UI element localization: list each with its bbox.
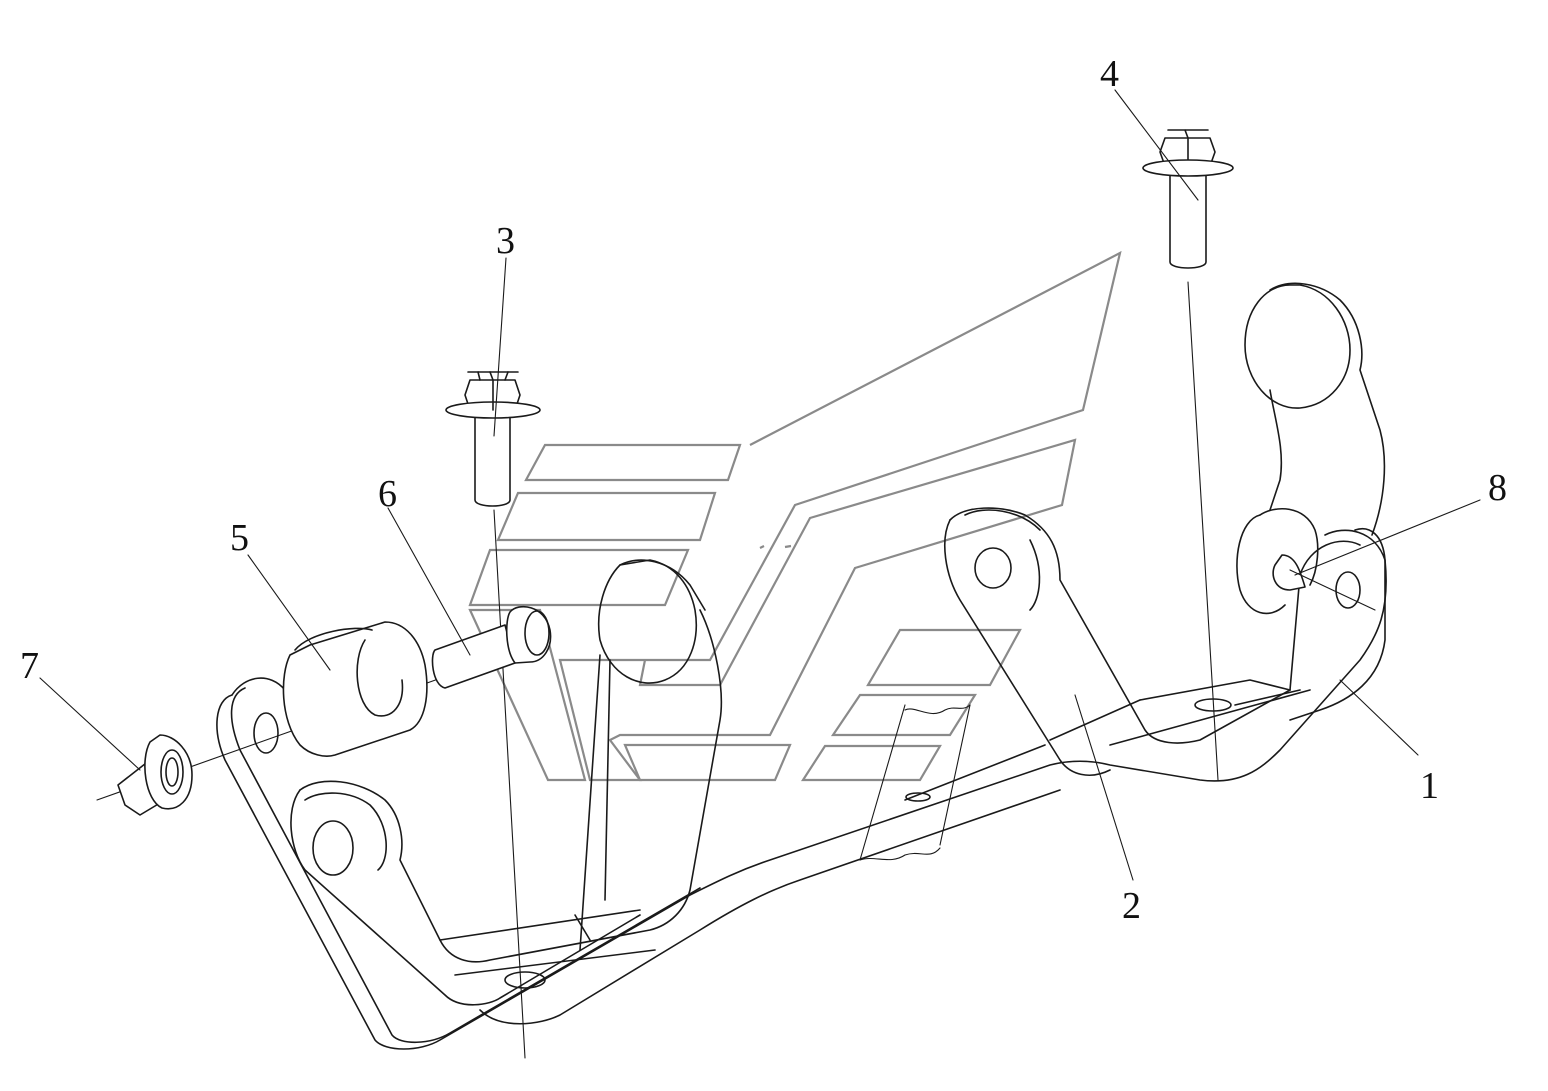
leader-7 — [39, 677, 141, 771]
callout-3: 3 — [496, 220, 515, 262]
callout-4: 4 — [1100, 53, 1119, 95]
callout-8: 8 — [1488, 467, 1507, 509]
watermark-logo — [468, 250, 1122, 782]
leader-3 — [493, 257, 507, 437]
flange-bolt-left — [445, 371, 541, 1059]
flange-nut — [117, 734, 193, 816]
callout-2: 2 — [1122, 885, 1141, 927]
leader-lines — [39, 89, 1481, 881]
leader-1 — [1339, 679, 1419, 756]
bushing-sleeve — [282, 621, 428, 757]
pin-shaft — [431, 605, 552, 689]
callout-labels: 1 2 3 4 5 6 7 8 — [20, 53, 1507, 927]
callout-7: 7 — [20, 645, 39, 687]
leader-6 — [387, 507, 471, 656]
small-pin — [1272, 554, 1376, 611]
callout-1: 1 — [1420, 765, 1439, 807]
callout-5: 5 — [230, 517, 249, 559]
main-bracket — [216, 282, 1387, 1050]
callout-6: 6 — [378, 473, 397, 515]
leader-5 — [247, 554, 331, 671]
leader-8 — [1294, 499, 1481, 576]
leader-4 — [1114, 89, 1199, 201]
leader-2 — [1074, 694, 1134, 881]
flange-bolt-right — [1142, 129, 1234, 781]
